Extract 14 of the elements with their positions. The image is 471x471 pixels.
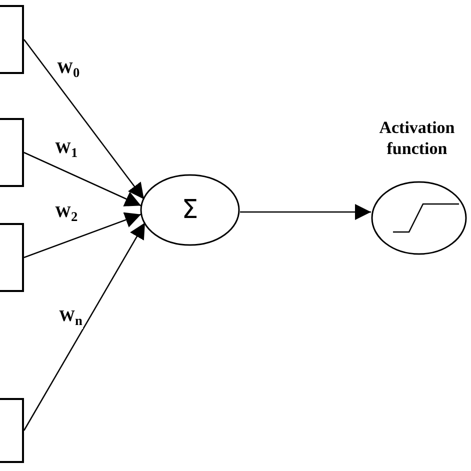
input-box xyxy=(0,223,24,292)
input-box xyxy=(0,398,24,463)
arrow xyxy=(24,152,142,206)
arrow xyxy=(24,212,142,258)
input-box xyxy=(0,5,24,74)
input-box xyxy=(0,118,24,187)
arrow xyxy=(23,39,145,200)
activation-ellipse xyxy=(371,181,467,255)
arrow xyxy=(240,204,371,220)
sigma-symbol: Σ xyxy=(182,195,198,225)
arrow xyxy=(23,222,146,431)
summation-ellipse xyxy=(140,174,240,246)
activation-heading: Activation function xyxy=(378,117,456,160)
weight-label: W$_{n}$ xyxy=(58,308,84,329)
